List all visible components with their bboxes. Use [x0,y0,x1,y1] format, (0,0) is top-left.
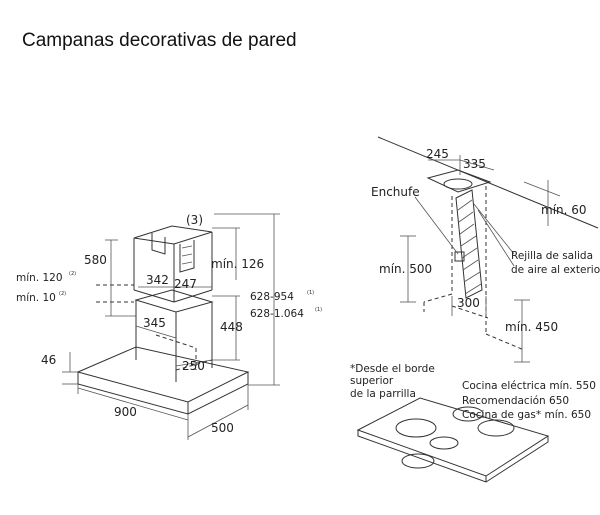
lower-chimney [134,289,214,382]
hood-canopy [76,346,250,415]
page-title: Campanas decorativas de pared [22,30,297,51]
range-1-label: 628-954 [250,291,294,303]
dim-300-label: 300 [457,296,480,310]
cocina-label-3: Cocina de gas* mín. 650 [462,409,591,421]
cocina-label-1: Cocina eléctrica mín. 550 [462,380,596,392]
enchufe-label: Enchufe [371,185,420,199]
burner-icon [395,418,437,438]
min-500-label: mín. 500 [379,262,432,276]
burner-icon [429,436,459,450]
burner-icon [452,406,484,422]
dim-900-label: 900 [114,405,137,419]
min-60-label: mín. 60 [541,203,587,217]
dim-245-label: 245 [426,147,449,161]
cocina-label-2: Recomendación 650 [462,395,569,407]
desde-label-3: de la parrilla [350,388,416,400]
dim-250-label: 250 [182,359,205,373]
dim-345-label: 345 [143,316,166,330]
min-10-sup: (2) [59,291,66,297]
min-120-sup: (2) [69,271,76,277]
min-120-label: mín. 120 [16,272,63,284]
burner-icon [477,419,515,437]
dim-500-label: 500 [211,421,234,435]
cooktop-drawing [356,397,550,483]
right-hood-drawing [377,136,599,363]
min-126-label: mín. 126 [211,257,264,271]
burner-icon [401,453,435,469]
note-3-label: (3) [186,213,203,227]
upper-chimney [133,225,213,303]
dim-46-label: 46 [41,353,56,367]
min-10-label: mín. 10 [16,292,56,304]
min-450-label: mín. 450 [505,320,558,334]
dim-247-label: 247 [174,277,197,291]
exhaust-duct [455,189,483,299]
range-2-label: 628-1.064 [250,308,304,320]
range-1-sup: (1) [307,290,314,296]
socket-icon [454,251,465,262]
left-hood-drawing [62,213,280,440]
dim-335-label: 335 [463,157,486,171]
dim-580-label: 580 [84,253,107,267]
dim-448-label: 448 [220,320,243,334]
desde-label-1: *Desde el borde [350,363,435,375]
rejilla-label-2: de aire al exterior [511,264,600,276]
range-2-sup: (1) [315,307,322,313]
dim-342-label: 342 [146,273,169,287]
rejilla-label-1: Rejilla de salida [511,250,593,262]
desde-label-2: superior [350,375,394,387]
